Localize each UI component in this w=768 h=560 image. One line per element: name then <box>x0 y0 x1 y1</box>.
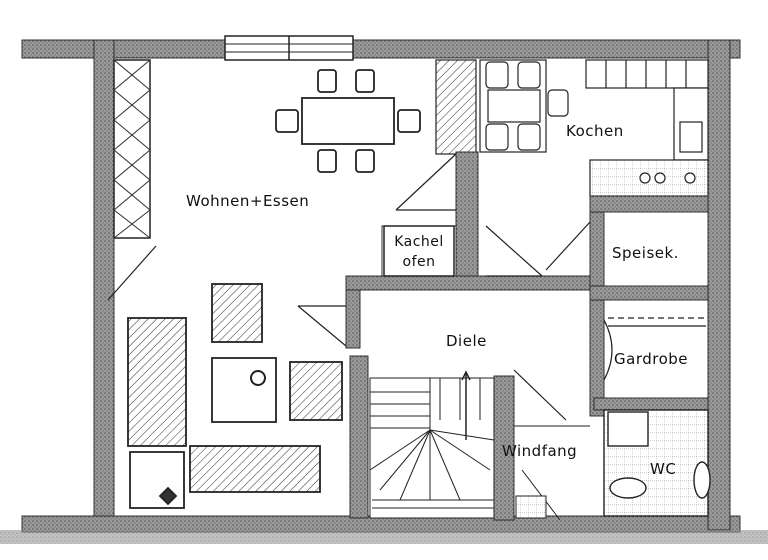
label-kochen: Kochen <box>566 122 624 140</box>
wc-area <box>603 409 711 517</box>
label-speisek: Speisek. <box>612 244 679 262</box>
label-kachelofen-line2: ofen <box>402 254 436 270</box>
label-gardrobe: Gardrobe <box>614 350 689 368</box>
kachelofen-box <box>383 225 455 277</box>
label-windfang: Windfang <box>502 442 578 460</box>
label-kachelofen: Kachel ofen <box>386 232 452 272</box>
dining-table <box>275 69 421 173</box>
label-kachelofen-line1: Kachel <box>394 234 444 250</box>
gardrobe-shelf <box>608 317 706 327</box>
staircase <box>369 370 495 519</box>
outer-walls <box>0 39 768 544</box>
label-wc: WC <box>650 460 677 478</box>
kitchen <box>435 59 709 197</box>
left-shelf <box>113 59 151 239</box>
label-diele: Diele <box>446 332 487 350</box>
top-window <box>224 35 354 61</box>
windfang-area <box>514 425 590 521</box>
label-wohnen-essen: Wohnen+Essen <box>186 192 310 210</box>
living-furniture <box>127 283 343 509</box>
